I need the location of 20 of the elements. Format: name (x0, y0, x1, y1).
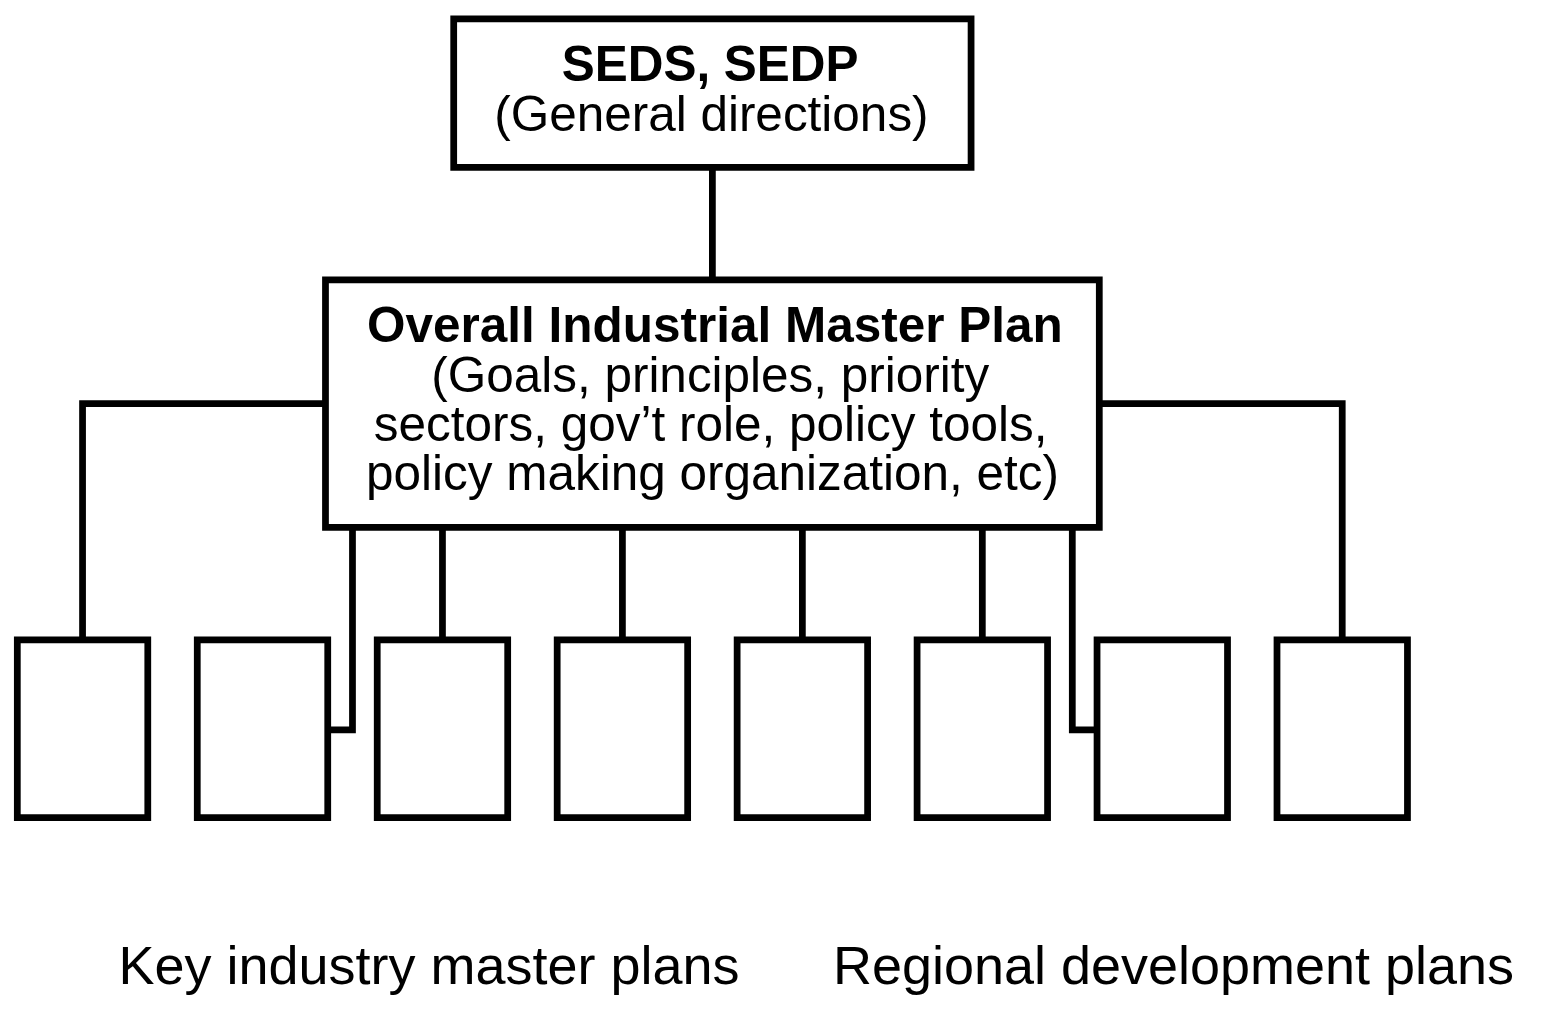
connector (1068, 527, 1097, 734)
connector (1099, 400, 1346, 639)
node-box (553, 636, 692, 821)
node-box: Overall Industrial Master Plan (Goals, principles, priority sectors, gov’t role, policy tools, policy making organization, etc) (322, 276, 1103, 531)
node-box (13, 636, 152, 821)
node-box (193, 636, 332, 821)
node-box (1273, 636, 1411, 821)
connector (709, 167, 716, 280)
node-box (1093, 636, 1231, 821)
label: Regional development plans (832, 935, 1515, 996)
label: Key industry master plans (118, 935, 740, 996)
connector (439, 527, 446, 640)
connector (79, 400, 326, 639)
connector (978, 527, 986, 640)
connector (799, 527, 806, 640)
connector (619, 527, 626, 640)
node-box (733, 636, 871, 821)
node-box (373, 636, 512, 821)
node-box (913, 636, 1051, 821)
node-box: SEDS, SEDP (General directions) (450, 15, 975, 171)
